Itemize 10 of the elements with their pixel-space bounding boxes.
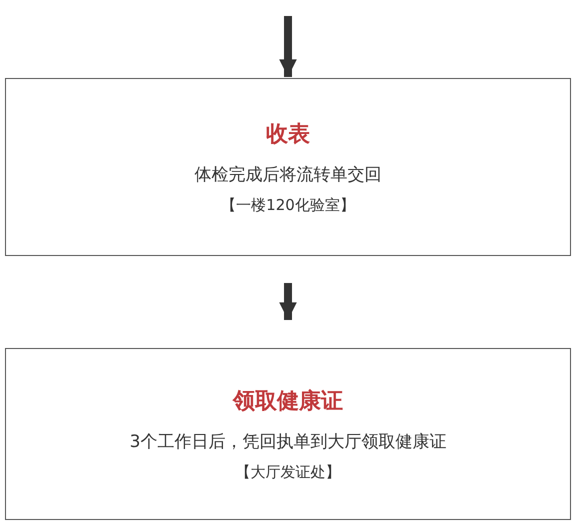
step-description: 3个工作日后，凭回执单到大厅领取健康证 <box>130 431 446 453</box>
step-box <box>5 348 571 520</box>
step-title: 领取健康证 <box>233 388 343 416</box>
location-note: 【一楼120化验室】 <box>221 196 355 215</box>
step-title: 收表 <box>266 121 310 149</box>
step-box <box>5 78 571 256</box>
arrow <box>279 16 297 77</box>
arrow <box>279 283 297 320</box>
location-note: 【大厅发证处】 <box>236 463 340 482</box>
step-description: 体检完成后将流转单交回 <box>194 164 382 186</box>
